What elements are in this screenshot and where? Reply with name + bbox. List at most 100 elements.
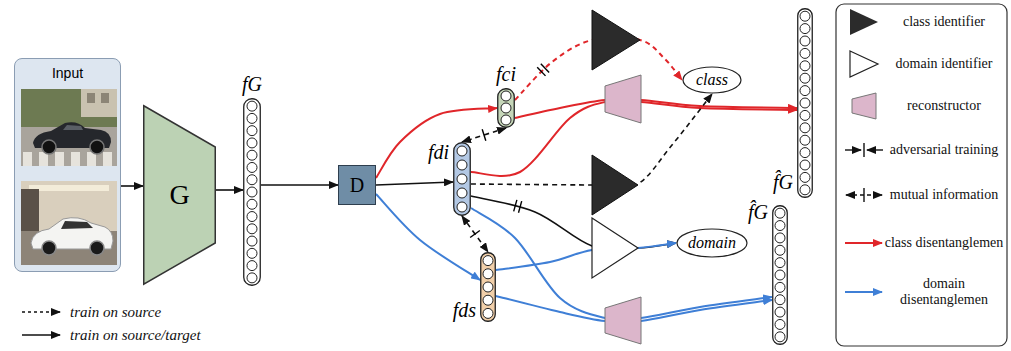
legend-text: domain identifier (884, 56, 1004, 72)
legend-mutual-tick (863, 188, 864, 202)
legend-reconstructor (852, 93, 876, 119)
vector-cell (247, 150, 257, 160)
legend-text: class disentanglemen (884, 235, 1004, 251)
vector-cell (501, 115, 511, 125)
vector-frame (773, 206, 788, 345)
adversarial-mark (519, 201, 522, 213)
crosswalk-stripe (23, 152, 32, 166)
photo-window (101, 93, 109, 103)
vector-cell (483, 308, 493, 318)
mutual-information-mark (470, 230, 480, 237)
node-label: Input (52, 65, 83, 81)
legend-text: mutual information (884, 187, 1004, 203)
connector (462, 216, 488, 252)
connector (376, 182, 453, 185)
car-wheel (42, 140, 56, 154)
legend-source-target-arrow (22, 334, 60, 336)
ellipse-outline (683, 67, 741, 93)
vector-cell (775, 295, 785, 305)
vector-frame (498, 89, 515, 128)
vector-cell (800, 98, 810, 108)
node-outline (497, 88, 515, 128)
crosswalk-stripe (103, 152, 112, 166)
vector-cell (483, 295, 493, 305)
vector-cell (457, 174, 467, 184)
vector-cell (501, 91, 511, 101)
node-label: G (169, 179, 189, 211)
vector-cell (483, 269, 493, 279)
vector-label: fci (496, 63, 516, 85)
legend-class-arrow (845, 242, 882, 244)
legend-text: adversarial training (884, 142, 1004, 158)
vector-cell (457, 202, 467, 212)
vector-label: fG (242, 73, 262, 95)
crosswalk-stripe (71, 152, 80, 166)
vector-cell (800, 61, 810, 71)
node-outline (772, 205, 788, 345)
vector-cell (247, 138, 257, 148)
vector-cell (457, 146, 467, 156)
connector (121, 185, 143, 187)
feature-vector: f̂G (772, 205, 788, 345)
adversarial-mark (537, 67, 545, 76)
vector-cell (800, 48, 810, 58)
node-label: class (696, 71, 728, 89)
vector-cell (501, 103, 511, 113)
vector-cell (800, 36, 810, 46)
vector-cell (247, 175, 257, 185)
legend-class-identifier (850, 9, 878, 35)
vector-cell (483, 256, 493, 266)
photo-window (87, 93, 95, 103)
vector-cell (800, 110, 810, 120)
legend-text: reconstructor (884, 98, 1004, 114)
vector-cell (775, 258, 785, 268)
trapezoid-outline (144, 106, 216, 285)
vector-cell (775, 282, 785, 292)
legend-frame (836, 4, 1007, 346)
connector (216, 189, 243, 191)
vector-label: f̂G (773, 171, 793, 193)
vector-cell (775, 233, 785, 243)
legend-adversarial-tick (863, 143, 864, 157)
node-outline (797, 8, 813, 198)
vector-cell (775, 307, 785, 317)
car-wheel (90, 241, 104, 255)
reconstructor (605, 75, 641, 123)
vector-cell (247, 113, 257, 123)
photo-building (81, 89, 117, 117)
vector-label: fds (453, 299, 476, 321)
car-wheel (90, 140, 104, 154)
node-outline (453, 142, 471, 216)
feature-vector: fds (480, 252, 496, 322)
vector-cell (247, 261, 257, 271)
vector-cell (800, 135, 810, 145)
vector-cell (775, 221, 785, 231)
vector-cell (247, 101, 257, 111)
vector-cell (247, 236, 257, 246)
domain-identifier (592, 218, 638, 278)
module-box: D (338, 165, 376, 205)
input-images (21, 89, 117, 265)
vector-frame (481, 253, 496, 322)
vector-cell (800, 148, 810, 158)
legend-text: train on source (70, 303, 161, 321)
vector-cell (247, 187, 257, 197)
legend-text: train on source/target (70, 326, 201, 344)
class-identifier (592, 155, 638, 215)
adversarial-mark (541, 64, 549, 73)
node-label: D (350, 174, 364, 197)
vector-cell (800, 160, 810, 170)
vector-cell (247, 212, 257, 222)
legend-adversarial-arrow (845, 149, 861, 150)
feature-vector: fG (243, 98, 261, 286)
vector-label: fdi (428, 141, 449, 163)
car-window (63, 125, 83, 130)
vector-cell (247, 126, 257, 136)
vector-frame (244, 99, 261, 286)
mutual-information-mark (482, 129, 486, 140)
vector-frame (798, 9, 813, 198)
node-outline (243, 98, 261, 286)
vector-cell (247, 162, 257, 172)
vector-cell (775, 319, 785, 329)
